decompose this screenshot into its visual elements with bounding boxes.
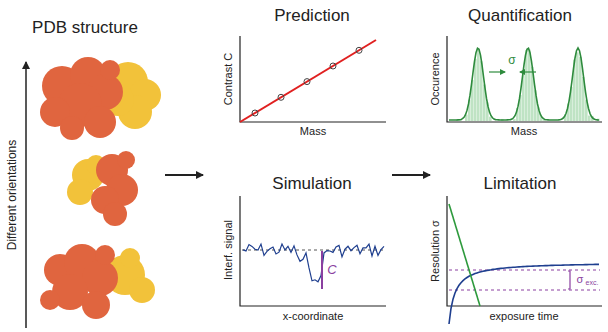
axis-label: x-coordinate [283,310,344,322]
column-heading: Limitation [484,175,557,194]
column-heading: Prediction [274,7,350,26]
flow-arrow [392,174,430,176]
axis-label: Mass [511,125,537,137]
histogram-bar [474,59,477,121]
histogram-bar [579,57,582,121]
quantification-plot [447,36,602,122]
axis-label: Mass [300,125,326,137]
protein-top [40,57,161,140]
column-heading: PDB structure [30,19,140,38]
sigma-subscript: exc. [586,279,599,287]
column-heading: Quantification [468,7,572,26]
orientation-arrow [25,62,27,328]
width-symbol: σ [508,54,515,67]
axis-label: Resolution σ [429,220,441,282]
flow-arrow [165,174,203,176]
simulation-plot [240,196,386,306]
axis-label: Different orientations [6,140,19,251]
axis-label: Occurence [429,52,441,105]
histogram-bar [528,49,531,121]
histogram-bar [588,116,591,121]
histogram-bar [576,52,579,121]
histogram-bar [477,50,480,121]
limitation-plot [447,196,602,324]
column-heading: Simulation [272,175,351,194]
protein-bottom [40,244,155,319]
axis-label: Contrast C [222,53,234,106]
sigma-symbol: σ [577,273,584,285]
prediction-plot [240,36,386,122]
axis-label: Interf. signal [222,220,234,280]
protein-middle [67,151,138,226]
axis-label: exposure time [489,310,558,322]
histogram-bar [513,119,516,121]
contrast-symbol: C [327,263,336,277]
